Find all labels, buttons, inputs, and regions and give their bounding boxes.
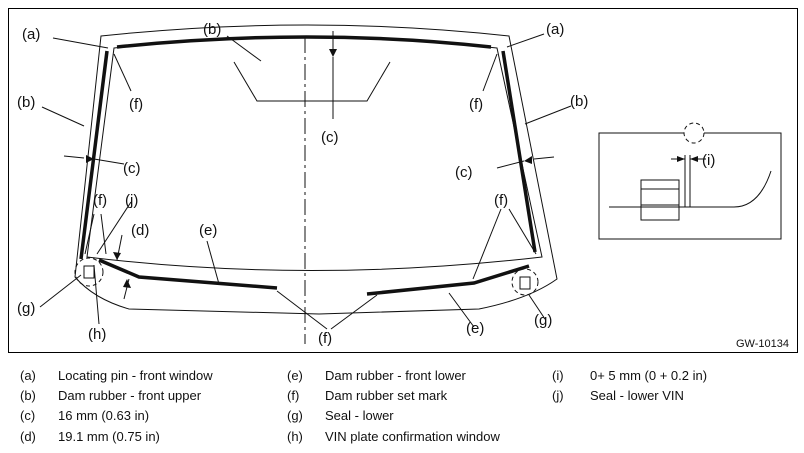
callout-e-left: (e) [199,222,217,239]
callout-b-top: (b) [203,21,221,38]
detail-seal [640,179,680,221]
legend-item: (j) Seal - lower VIN [552,388,684,404]
legend-text: Seal - lower [325,408,394,423]
legend-key: (b) [20,388,36,403]
legend-item: (b) Dam rubber - front upper [20,388,201,404]
leader-f-ur [482,53,498,92]
callout-c-top: (c) [321,129,339,146]
legend-text: Locating pin - front window [58,368,213,383]
legend-key: (d) [20,429,36,444]
callout-f-bottom: (f) [318,330,332,347]
callout-b-left: (b) [17,94,35,111]
legend-key: (f) [287,388,300,403]
legend-key: (c) [20,408,36,423]
legend-item: (g) Seal - lower [287,408,394,424]
callout-f-ul: (f) [129,96,143,113]
leader-e-right [448,292,475,328]
mirror-cutout [233,61,391,102]
detail-circle [683,122,705,144]
detail-body-curve [733,170,772,208]
legend-text: Dam rubber - front lower [325,368,466,383]
callout-h: (h) [88,326,106,343]
leader-b-right [524,105,572,125]
windshield-outer-edge [74,24,558,315]
legend-text: Dam rubber set mark [325,388,448,403]
callout-g-right: (g) [534,312,552,329]
dim-c-left-leader [93,158,125,165]
dam-rubber-left [79,50,109,260]
legend-text: Dam rubber - front upper [58,388,202,403]
leader-h [93,264,100,325]
callout-c-right: (c) [455,164,473,181]
leader-f-lr2 [508,208,537,255]
callout-a-right: (a) [546,21,564,38]
leader-a-right [506,33,545,48]
legend-item: (a) Locating pin - front window [20,368,213,384]
callout-d: (d) [131,222,149,239]
callout-i: (i) [702,152,715,169]
legend-key: (i) [552,368,564,383]
arrowhead-c-left [86,155,94,163]
dam-rubber-lower-left [98,258,278,290]
leader-g-left [39,274,82,308]
arrowhead-i-right [690,156,698,162]
arrowhead-d-bottom [123,279,131,288]
arrowhead-c-top [329,49,337,57]
dim-c-right [533,156,555,160]
leader-f-ul [113,53,132,92]
legend-item: (f) Dam rubber set mark [287,388,447,404]
figure-id: GW-10134 [736,338,789,350]
callout-j: (j) [125,192,138,209]
windshield-inner-edge [86,37,543,271]
arrowhead-c-right [524,156,532,164]
leader-a-left [52,37,109,49]
callout-b-right: (b) [570,93,588,110]
seal-circle-right [511,268,539,296]
leader-e-left [206,240,220,285]
leader-f-bottom2 [330,294,378,330]
leader-f-ll2 [100,213,107,255]
leader-j [96,201,132,255]
leader-f-bottom [276,290,328,330]
dam-rubber-upper [116,35,492,49]
callout-a-left: (a) [22,26,40,43]
legend: (a) Locating pin - front window (b) Dam ru… [0,364,804,453]
legend-text: 19.1 mm (0.75 in) [58,429,160,444]
seal-block-right [519,276,531,290]
seal-block-left [83,265,95,279]
legend-text: Seal - lower VIN [590,388,684,403]
arrowhead-d-top [113,252,121,260]
leader-f-ll [84,213,95,255]
leader-f-lr [472,208,502,280]
dim-c-left [63,155,85,159]
callout-e-right: (e) [466,320,484,337]
legend-key: (e) [287,368,303,383]
dam-rubber-lower-right [366,264,530,296]
legend-item: (e) Dam rubber - front lower [287,368,466,384]
leader-b-left [41,106,85,127]
legend-key: (g) [287,408,303,423]
legend-item: (h) VIN plate confirmation window [287,429,500,445]
legend-item: (i) 0+ 5 mm (0 + 0.2 in) [552,368,707,384]
arrowhead-i-left [677,156,685,162]
legend-key: (h) [287,429,303,444]
legend-item: (c) 16 mm (0.63 in) [20,408,149,424]
callout-c-left: (c) [123,160,141,177]
diagram-canvas: (a) (a) (b) (b) (b) (c) (c) (c) (f) (f) … [17,21,789,350]
callout-f-ll: (f) [93,192,107,209]
legend-item: (d) 19.1 mm (0.75 in) [20,429,160,445]
dam-rubber-right [501,50,537,253]
seal-circle-left [74,257,104,287]
callout-f-ur: (f) [469,96,483,113]
callout-g-left: (g) [17,300,35,317]
legend-text: 16 mm (0.63 in) [58,408,150,423]
legend-text: 0+ 5 mm (0 + 0.2 in) [590,368,708,383]
legend-text: VIN plate confirmation window [325,429,500,444]
callout-f-lr: (f) [494,192,508,209]
legend-key: (j) [552,388,564,403]
leader-g-right [528,294,546,320]
legend-key: (a) [20,368,36,383]
windshield-diagram: (a) (a) (b) (b) (b) (c) (c) (c) (f) (f) … [8,8,798,353]
